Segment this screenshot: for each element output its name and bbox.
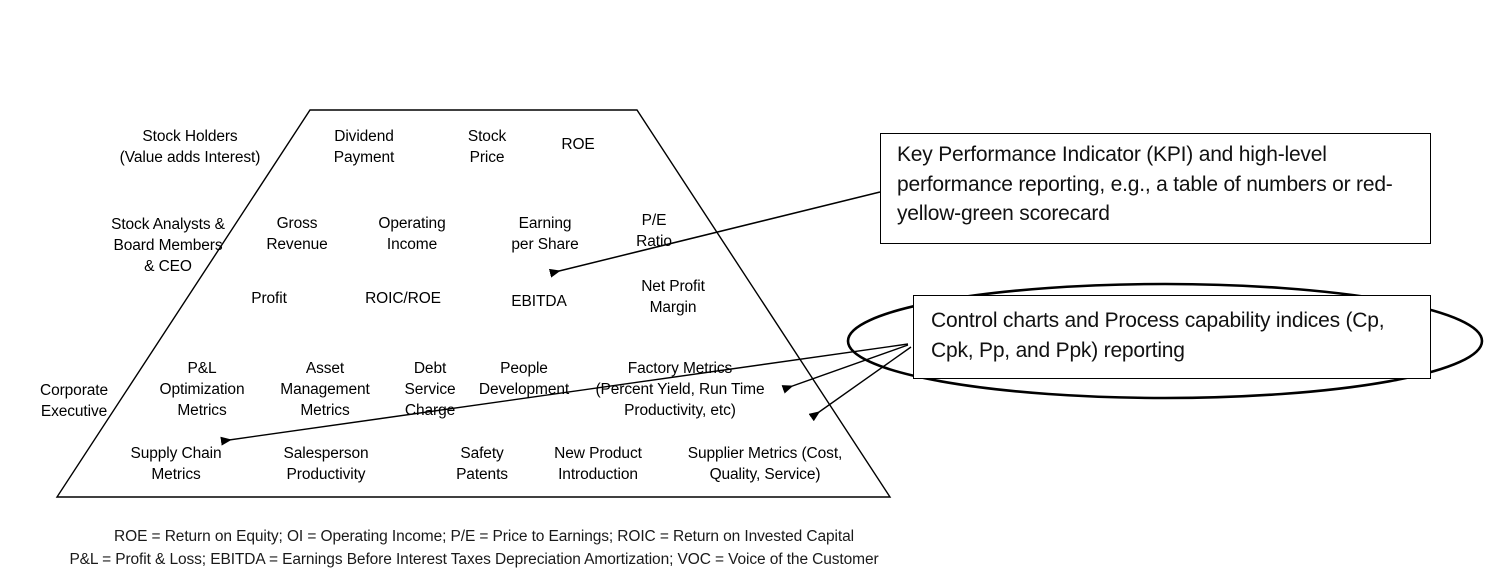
metric-factory-metrics: Factory Metrics (Percent Yield, Run Time… <box>595 360 765 419</box>
stakeholder-corporate-executive: Corporate Executive <box>39 382 109 420</box>
kpi-callout-arrow <box>548 191 881 278</box>
metric-safety-patents: Safety Patents <box>456 445 508 483</box>
metric-asset-management: Asset Management Metrics <box>280 360 370 419</box>
metric-dividend-payment: Dividend Payment <box>333 128 395 166</box>
metric-profit: Profit <box>251 290 287 307</box>
metric-ebitda: EBITDA <box>511 293 567 310</box>
metric-gross-revenue: Gross Revenue <box>266 215 328 253</box>
control-arrow-supplier-metrics <box>808 346 912 422</box>
metric-pl-optimization: P&L Optimization Metrics <box>159 360 245 419</box>
control-chart-callout-text: Control charts and Process capability in… <box>931 309 1385 362</box>
metric-debt-service-charge: Debt Service Charge <box>404 360 456 419</box>
metric-roe: ROE <box>561 136 595 153</box>
metric-supplier-metrics: Supplier Metrics (Cost, Quality, Service… <box>687 445 843 483</box>
footnote-abbreviations-line-1: ROE = Return on Equity; OI = Operating I… <box>114 528 854 545</box>
metric-stock-price: Stock Price <box>467 128 507 166</box>
kpi-callout-text: Key Performance Indicator (KPI) and high… <box>897 143 1393 225</box>
metric-operating-income: Operating Income <box>378 215 446 253</box>
stakeholder-stock-holders: Stock Holders (Value adds Interest) <box>119 128 261 166</box>
metric-supply-chain: Supply Chain Metrics <box>130 445 222 483</box>
metric-salesperson-productivity: Salesperson Productivity <box>283 445 369 483</box>
footnote-abbreviations-line-2: P&L = Profit & Loss; EBITDA = Earnings B… <box>69 551 879 568</box>
control-arrow-factory-metrics <box>781 344 909 394</box>
kpi-callout-box: Key Performance Indicator (KPI) and high… <box>880 133 1431 244</box>
metric-roic-roe: ROIC/ROE <box>365 290 441 307</box>
metrics-trapezoid <box>55 109 892 498</box>
metric-earning-per-share: Earning per Share <box>511 215 579 253</box>
stakeholder-stock-analysts: Stock Analysts & Board Members & CEO <box>111 216 225 275</box>
metric-pe-ratio: P/E Ratio <box>636 212 672 250</box>
metric-people-development: People Development <box>478 360 570 398</box>
metric-new-product-introduction: New Product Introduction <box>554 445 642 483</box>
control-chart-callout-box: Control charts and Process capability in… <box>913 295 1431 379</box>
metric-net-profit-margin: Net Profit Margin <box>641 278 705 316</box>
